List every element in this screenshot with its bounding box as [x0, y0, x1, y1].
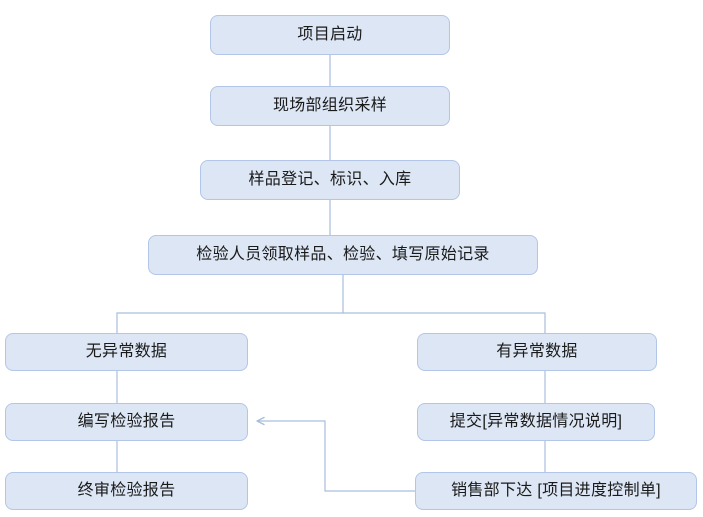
node-has-anomaly[interactable]: 有异常数据 [417, 333, 657, 371]
connector-sales-order-feedback-to-write-report [256, 416, 415, 492]
node-inspection[interactable]: 检验人员领取样品、检验、填写原始记录 [148, 235, 538, 275]
connector-branch-to-no-anomaly [116, 312, 343, 333]
node-start-label: 项目启动 [297, 26, 363, 44]
node-submit-anomaly-label: 提交[异常数据情况说明] [449, 413, 623, 431]
node-registration-label: 样品登记、标识、入库 [248, 171, 412, 189]
node-submit-anomaly[interactable]: 提交[异常数据情况说明] [417, 403, 655, 441]
node-start[interactable]: 项目启动 [210, 15, 450, 55]
node-sampling[interactable]: 现场部组织采样 [210, 86, 450, 126]
node-sales-order-label: 销售部下达 [项目进度控制单] [451, 482, 661, 500]
node-no-anomaly[interactable]: 无异常数据 [5, 333, 248, 371]
node-final-report[interactable]: 终审检验报告 [5, 472, 248, 510]
node-no-anomaly-label: 无异常数据 [85, 343, 168, 361]
connector-branch-to-has-anomaly [343, 312, 546, 333]
node-inspection-label: 检验人员领取样品、检验、填写原始记录 [196, 246, 490, 264]
node-write-report[interactable]: 编写检验报告 [5, 403, 248, 441]
node-final-report-label: 终审检验报告 [77, 482, 176, 500]
node-write-report-label: 编写检验报告 [77, 413, 176, 431]
node-has-anomaly-label: 有异常数据 [496, 343, 578, 361]
node-registration[interactable]: 样品登记、标识、入库 [200, 160, 460, 200]
node-sales-order[interactable]: 销售部下达 [项目进度控制单] [415, 472, 697, 510]
node-sampling-label: 现场部组织采样 [272, 97, 388, 115]
